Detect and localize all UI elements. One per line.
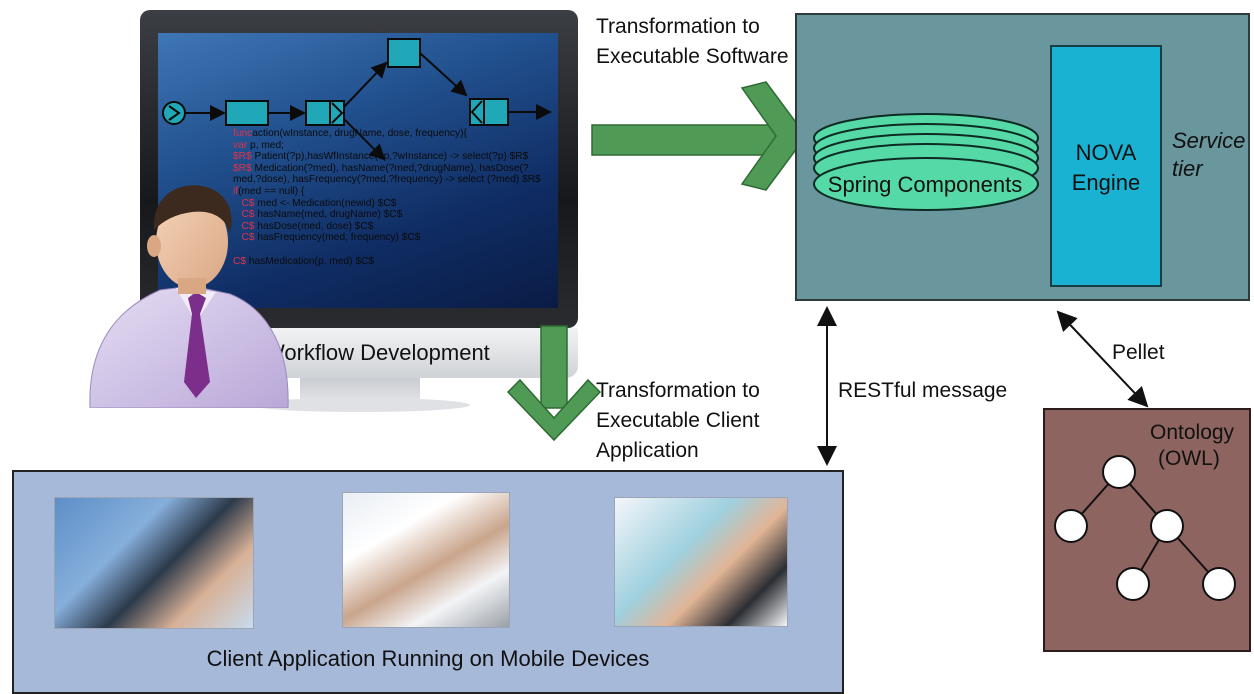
- pellet-label: Pellet: [1112, 341, 1165, 364]
- nova-label-line2: Engine: [1071, 170, 1141, 195]
- code-keyword: var: [233, 139, 248, 151]
- code-keyword: C$: [233, 255, 247, 267]
- transform-to-software-arrow: [591, 81, 807, 191]
- code-text: med <- Medication(newid) $C$: [254, 197, 397, 209]
- code-text: action(wInstance, drugName, dose, freque…: [252, 128, 467, 139]
- code-text: hasFrequency(med, frequency) $C$: [254, 232, 421, 244]
- code-text: (med == null) {: [238, 185, 305, 197]
- code-text: med,?dose), hasFrequency(?med,?frequency…: [233, 174, 541, 186]
- client-application-label: Client Application Running on Mobile Dev…: [206, 646, 650, 671]
- code-keyword: if: [233, 185, 239, 197]
- code-line: C$ hasMedication(p, med) $C$: [233, 256, 553, 268]
- code-text: Medication(?med), hasName(?med,?drugName…: [251, 162, 529, 174]
- transform-to-client-arrow: [506, 325, 602, 442]
- spring-components-stack: [813, 113, 1039, 211]
- code-text: p, med;: [247, 139, 284, 151]
- pellet-arrow: [1056, 310, 1149, 408]
- split-gateway: [305, 100, 331, 126]
- workflow-graph: [162, 38, 552, 161]
- nurse-clipboard-tablet-photo: [614, 497, 788, 627]
- code-line: med,?dose), hasFrequency(?med,?frequency…: [233, 174, 553, 186]
- workflow-development-label: Workflow Development: [264, 340, 490, 365]
- code-line: var p, med;: [233, 140, 553, 152]
- ontology-tree-icon: [1054, 455, 1236, 601]
- transform-software-label-line1: Transformation to: [596, 15, 760, 38]
- code-line: C$ med <- Medication(newid) $C$: [233, 198, 553, 210]
- code-keyword: C$: [233, 232, 255, 244]
- monitor-base: [250, 398, 470, 412]
- code-keyword: C$: [233, 220, 255, 232]
- code-line: C$ hasName(med, drugName) $C$: [233, 209, 553, 221]
- code-line: $R$ Patient(?p),hasWfInstance(?p,?wInsta…: [233, 151, 553, 163]
- transform-client-label-line1: Transformation to: [596, 379, 760, 402]
- code-line: $R$ Medication(?med), hasName(?med,?drug…: [233, 163, 553, 175]
- nova-label-line1: NOVA: [1075, 140, 1137, 165]
- ontology-label-line1: Ontology: [1150, 421, 1235, 444]
- ontology-label-line2: (OWL): [1158, 447, 1220, 470]
- code-line: funcaction(wInstance, drugName, dose, fr…: [233, 128, 553, 140]
- code-text: hasMedication(p, med) $C$: [246, 255, 375, 267]
- transform-client-label-line2: Executable Client: [596, 409, 760, 432]
- code-keyword: $R$: [233, 151, 252, 163]
- nurse-tablet-photo: [54, 497, 254, 629]
- code-line: C$ hasFrequency(med, frequency) $C$: [233, 232, 553, 244]
- code-line: if(med == null) {: [233, 186, 553, 198]
- code-text: Patient(?p),hasWfInstance(?p,?wInstance)…: [251, 151, 529, 163]
- code-keyword: C$: [233, 197, 255, 209]
- restful-message-label: RESTful message: [838, 379, 1008, 402]
- task-node: [225, 100, 269, 126]
- code-line: C$ hasDose(med, dose) $C$: [233, 221, 553, 233]
- code-keyword: C$: [233, 209, 255, 221]
- doctor-tablet-photo: [342, 492, 510, 628]
- transform-client-label-line3: Application: [596, 439, 699, 462]
- service-tier-label-line2: tier: [1172, 156, 1203, 181]
- code-text: hasDose(med, dose) $C$: [254, 220, 374, 232]
- transform-software-label-line2: Executable Software: [596, 45, 789, 68]
- service-tier-label-line1: Service: [1172, 128, 1246, 153]
- spring-components-label: Spring Components: [827, 172, 1023, 197]
- nova-engine-box: [1050, 45, 1162, 287]
- code-keyword: func: [233, 128, 253, 139]
- workflow-code: funcaction(wInstance, drugName, dose, fr…: [233, 128, 553, 267]
- code-keyword: $R$: [233, 162, 252, 174]
- developer-person-icon: [89, 185, 289, 408]
- monitor-screen: [158, 33, 558, 308]
- code-text: hasName(med, drugName) $C$: [254, 209, 403, 221]
- start-node-icon: [162, 101, 186, 125]
